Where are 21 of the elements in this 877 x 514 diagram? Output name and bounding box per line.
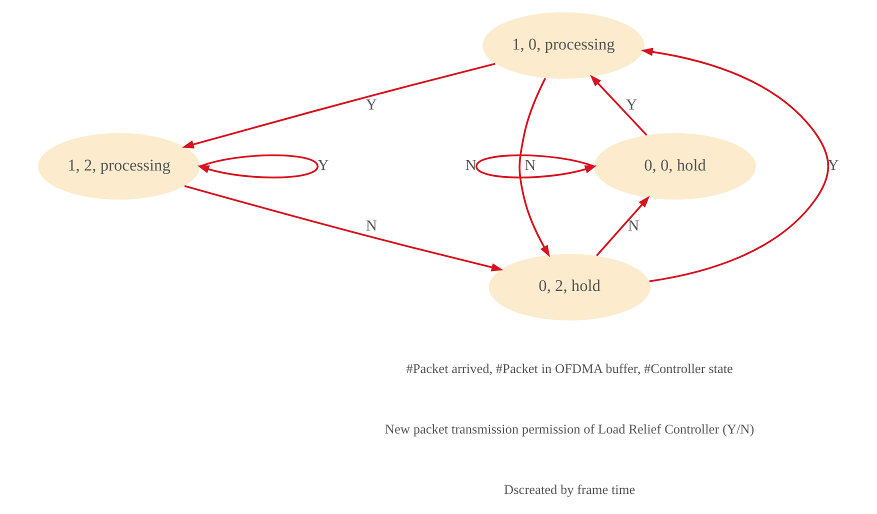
- edge-label: N: [524, 156, 536, 174]
- node-ellipse: 1, 2, processing: [38, 133, 200, 200]
- arrow: [197, 154, 319, 178]
- arrow: [590, 74, 648, 136]
- label: Dscreated by frame time: [504, 482, 636, 497]
- arrow: [640, 48, 830, 282]
- arrow: [184, 185, 504, 272]
- edge-label: N: [366, 217, 377, 234]
- edge-label: Y: [626, 96, 638, 114]
- node-ellipse: 1, 0, processing: [482, 12, 644, 79]
- arrow: [596, 196, 650, 256]
- arrow: [518, 78, 550, 258]
- edge-label: N: [628, 217, 640, 234]
- arrow: [475, 154, 597, 178]
- edge-label: N: [465, 156, 476, 174]
- arrow: [182, 62, 496, 148]
- label: New packet transmission permission of Load Relief Controller (Y/N): [384, 422, 754, 437]
- edge-label: Y: [366, 96, 377, 114]
- label: #Packet arrived, #Packet in OFDMA buffer, #Controller state: [406, 361, 733, 376]
- node-ellipse: 0, 0, hold: [594, 133, 756, 200]
- edge-label: Y: [318, 156, 329, 174]
